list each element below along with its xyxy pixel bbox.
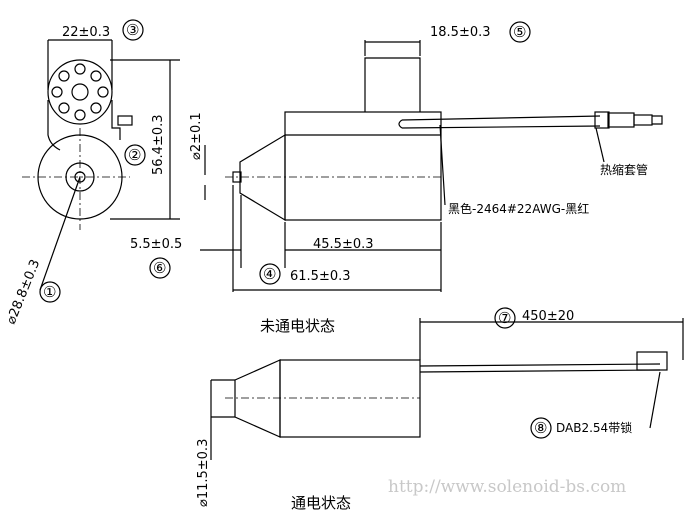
marker-8: ⑧ xyxy=(534,419,547,437)
label-heat-shrink: 热缩套管 xyxy=(600,162,648,177)
marker-6: ⑥ xyxy=(153,259,166,277)
state-energized: 通电状态 xyxy=(291,494,351,512)
hole xyxy=(74,63,86,75)
dim-plunger-dia: ⌀2±0.1 xyxy=(189,112,204,160)
dim-stroke-5-5: 5.5±0.5 xyxy=(130,237,182,252)
label-connector: DAB2.54带锁 xyxy=(556,420,632,435)
marker-1: ① xyxy=(43,283,56,301)
dim-body-length: 45.5±0.3 xyxy=(313,237,374,252)
dim-height-56-4: 56.4±0.3 xyxy=(151,114,166,175)
label-wire: 黑色-2464#22AWG-黑红 xyxy=(448,201,589,216)
dim-body-dia: ⌀28.8±0.3 xyxy=(4,258,44,327)
dim-cone-dia: ⌀11.5±0.3 xyxy=(196,439,211,507)
center-hole xyxy=(71,83,89,101)
bracket-right xyxy=(111,100,121,140)
top-bracket xyxy=(364,57,421,112)
marker-5: ⑤ xyxy=(513,23,526,41)
top-boss-circle xyxy=(47,59,113,125)
cone-section xyxy=(239,133,286,222)
dim-width-22: 22±0.3 xyxy=(62,25,110,40)
terminal-tab xyxy=(117,115,133,126)
marker-2: ② xyxy=(128,146,141,164)
bottom-view xyxy=(210,318,684,460)
dim-total-length: 61.5±0.3 xyxy=(290,269,351,284)
marker-7: ⑦ xyxy=(498,309,511,327)
bracket-left xyxy=(47,100,61,151)
top-view xyxy=(200,40,663,292)
side-view xyxy=(22,39,206,291)
marker-4: ④ xyxy=(263,265,276,283)
state-de-energized: 未通电状态 xyxy=(260,317,335,335)
solenoid-body-energized xyxy=(279,359,421,438)
dim-bracket-18-5: 18.5±0.3 xyxy=(430,25,491,40)
cone-section-energized xyxy=(234,359,281,438)
solenoid-body xyxy=(284,111,442,221)
dim-wire-length: 450±20 xyxy=(522,309,574,324)
marker-3: ③ xyxy=(126,21,139,39)
watermark: http://www.solenoid-bs.com xyxy=(388,477,626,497)
